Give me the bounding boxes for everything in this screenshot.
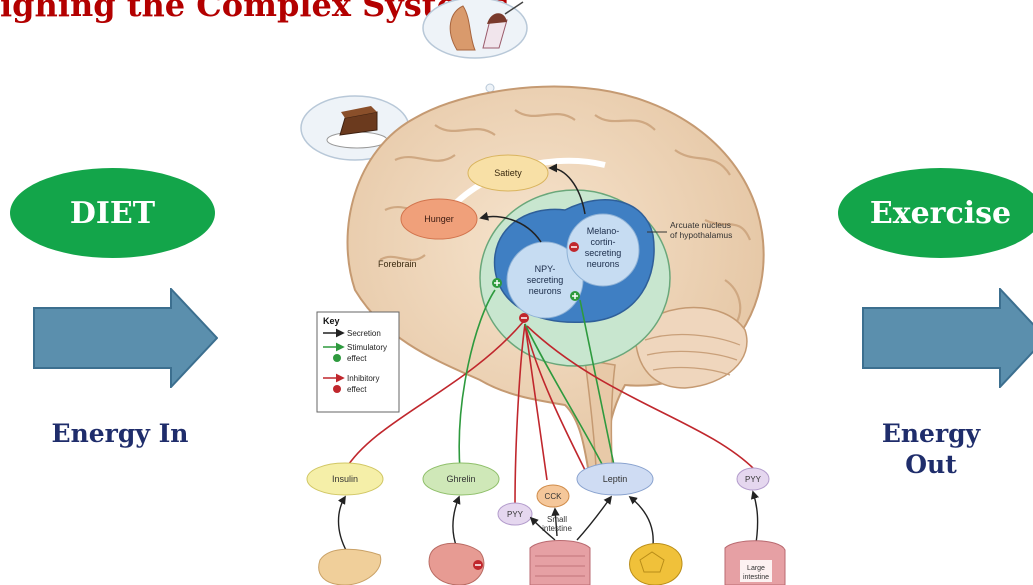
key-title: Key [323, 316, 340, 326]
forebrain-label: Forebrain [378, 259, 417, 269]
diet-oval: DIET [10, 168, 215, 258]
melano-label-3: secreting [585, 248, 622, 258]
diet-label: DIET [70, 196, 155, 231]
energy-out-label: Energy Out [866, 418, 996, 481]
small-intestine-label-2: intestine [542, 524, 572, 533]
melano-label-1: Melano- [587, 226, 620, 236]
legend-key: Key Secretion Stimulatory effect Inhibit… [317, 312, 399, 412]
pancreas-icon [319, 549, 381, 585]
key-stimulatory-label-1: Stimulatory [347, 343, 387, 352]
melano-label-4: neurons [587, 259, 620, 269]
adipose-tissue-icon [630, 544, 682, 585]
arcuate-label-1: Arcuate nucleus [670, 220, 731, 230]
energy-out-line1: Energy [866, 418, 996, 449]
large-intestine-label-2: intestine [743, 574, 769, 581]
hunger-label: Hunger [424, 214, 454, 224]
npy-label-2: secreting [527, 275, 564, 285]
energy-out-arrow [862, 288, 1033, 388]
arcuate-label-2: of hypothalamus [670, 230, 732, 240]
pyy-left-label: PYY [507, 510, 524, 519]
cck-label: CCK [545, 492, 563, 501]
key-inhibitory-label-1: Inhibitory [347, 374, 379, 383]
large-intestine-label-1: Large [747, 565, 765, 572]
small-intestine-label-1: Small [547, 515, 567, 524]
key-inhibitory-label-2: effect [347, 385, 367, 394]
energy-out-line2: Out [866, 449, 996, 480]
brain-illustration: NPY- secreting neurons Melano- cortin- s… [285, 0, 790, 585]
small-intestine-icon [530, 541, 590, 585]
melano-label-2: cortin- [590, 237, 615, 247]
pyy-right-label: PYY [745, 475, 762, 484]
organs: Large intestine [319, 541, 785, 585]
leptin-label: Leptin [603, 474, 628, 484]
insulin-label: Insulin [332, 474, 358, 484]
npy-label-1: NPY- [535, 264, 556, 274]
ghrelin-label: Ghrelin [446, 474, 475, 484]
energy-in-label: Energy In [30, 418, 210, 449]
exercise-oval: Exercise [838, 168, 1033, 258]
key-stimulatory-label-2: effect [347, 354, 367, 363]
energy-in-arrow [33, 288, 218, 388]
key-secretion-label: Secretion [347, 329, 381, 338]
appetite-regulation-diagram: NPY- secreting neurons Melano- cortin- s… [285, 0, 790, 585]
satiety-label: Satiety [494, 168, 522, 178]
exercise-label: Exercise [870, 196, 1011, 231]
npy-label-3: neurons [529, 286, 562, 296]
